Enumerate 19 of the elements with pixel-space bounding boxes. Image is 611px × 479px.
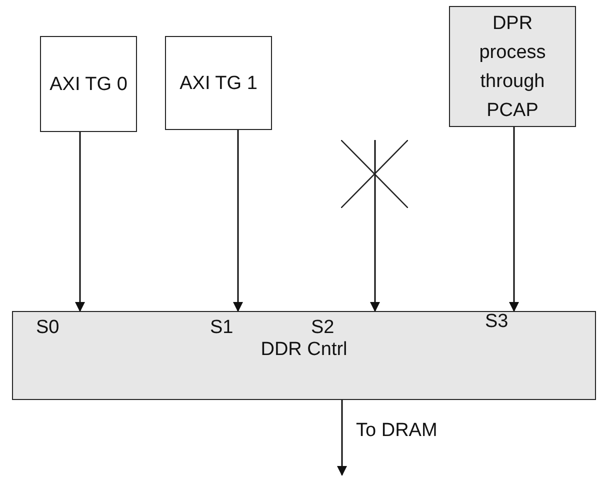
- arrow: [233, 130, 243, 312]
- arrow: [75, 132, 85, 312]
- box-label: AXI TG 0: [48, 72, 128, 96]
- arrow: [337, 400, 347, 476]
- process-box: [449, 6, 576, 127]
- process-box: [40, 36, 137, 132]
- port-label: S0: [36, 317, 60, 339]
- box-label: AXI TG 1: [178, 72, 258, 96]
- port-label: S1: [210, 317, 234, 339]
- arrow: [509, 127, 519, 312]
- cross-mark: [341, 140, 408, 208]
- arrow: [370, 140, 380, 312]
- port-label: S3: [485, 311, 508, 333]
- box-label: DPR process through PCAP: [478, 12, 547, 122]
- controller-box: [12, 311, 596, 400]
- process-box: [165, 36, 272, 130]
- port-label: S2: [311, 317, 334, 339]
- edge-label: To DRAM: [356, 420, 438, 442]
- controller-label: DDR Cntrl: [260, 339, 348, 361]
